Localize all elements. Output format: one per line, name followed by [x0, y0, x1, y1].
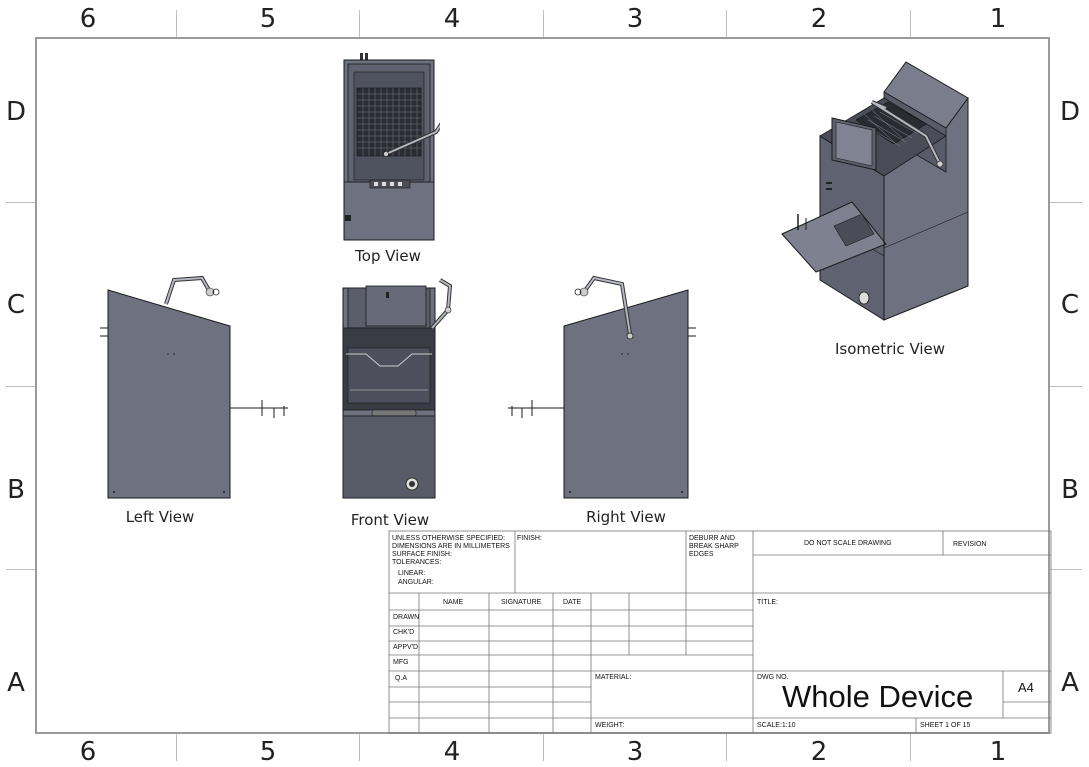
zone-tick — [910, 734, 911, 761]
zone-row-a-right: A — [1061, 668, 1079, 698]
deburr-note-2: BREAK SHARP — [689, 543, 739, 550]
zone-column-1: 1 — [989, 4, 1007, 34]
row-qa: Q.A — [395, 675, 408, 682]
zone-column-5: 5 — [259, 4, 277, 34]
finish-label: FINISH: — [517, 535, 542, 542]
zone-tick — [1050, 202, 1082, 203]
zone-tick — [6, 202, 35, 203]
dwg-no-label: DWG NO. — [757, 674, 789, 681]
zone-tick — [6, 386, 35, 387]
right-view-drawing — [508, 275, 696, 499]
zone-tick — [176, 10, 177, 37]
zone-column-6-bottom: 6 — [79, 737, 97, 767]
material-label: MATERIAL: — [595, 674, 632, 681]
sheet-size: A4 — [1018, 680, 1034, 695]
zone-tick — [359, 10, 360, 37]
zone-column-6: 6 — [79, 4, 97, 34]
header-date: DATE — [563, 599, 582, 606]
zone-row-b: B — [7, 475, 25, 505]
isometric-view-drawing — [781, 61, 969, 321]
isometric-view-label: Isometric View — [834, 340, 946, 358]
zone-column-2: 2 — [810, 4, 828, 34]
zone-column-3: 3 — [626, 4, 644, 34]
zone-tick — [1050, 386, 1082, 387]
zone-tick — [726, 734, 727, 761]
zone-tick — [359, 734, 360, 761]
sheet-label: SHEET 1 OF 15 — [920, 722, 971, 729]
do-not-scale-label: DO NOT SCALE DRAWING — [804, 540, 892, 547]
header-name: NAME — [443, 599, 464, 606]
tolerance-note-6: ANGULAR: — [398, 579, 434, 586]
header-signature: SIGNATURE — [501, 599, 542, 606]
top-view-label: Top View — [355, 247, 421, 265]
row-drawn: DRAWN — [393, 614, 420, 621]
row-checked: CHK'D — [393, 629, 415, 636]
zone-row-a: A — [7, 668, 25, 698]
zone-row-c: C — [6, 290, 26, 320]
zone-tick — [910, 10, 911, 37]
zone-column-5-bottom: 5 — [259, 737, 277, 767]
zone-tick — [543, 734, 544, 761]
zone-tick — [176, 734, 177, 761]
zone-column-2-bottom: 2 — [810, 737, 828, 767]
front-view-label: Front View — [350, 511, 430, 529]
deburr-note-1: DEBURR AND — [689, 535, 735, 542]
tolerance-note-2: DIMENSIONS ARE IN MILLIMETERS — [392, 543, 510, 550]
revision-label: REVISION — [953, 541, 987, 548]
zone-row-d-right: D — [1059, 97, 1081, 127]
right-view-label: Right View — [586, 508, 666, 526]
zone-row-d: D — [5, 97, 27, 127]
zone-column-4: 4 — [443, 4, 461, 34]
zone-tick — [1050, 569, 1082, 570]
tolerance-note-3: SURFACE FINISH: — [392, 551, 452, 558]
zone-tick — [726, 10, 727, 37]
front-view-drawing — [342, 278, 453, 499]
row-mfg: MFG — [393, 659, 409, 666]
zone-column-1-bottom: 1 — [989, 737, 1007, 767]
zone-column-3-bottom: 3 — [626, 737, 644, 767]
zone-tick — [6, 569, 35, 570]
zone-column-4-bottom: 4 — [443, 737, 461, 767]
zone-row-c-right: C — [1060, 290, 1080, 320]
zone-row-b-right: B — [1061, 475, 1079, 505]
tolerance-note-4: TOLERANCES: — [392, 559, 442, 566]
left-view-label: Left View — [125, 508, 195, 526]
title-label: TITLE: — [757, 599, 779, 606]
drawing-number: Whole Device — [782, 679, 974, 714]
tolerance-note-5: LINEAR: — [398, 570, 426, 577]
weight-label: WEIGHT: — [595, 722, 625, 729]
zone-tick — [543, 10, 544, 37]
deburr-note-3: EDGES — [689, 551, 714, 558]
top-view-drawing — [343, 53, 440, 241]
tolerance-note-1: UNLESS OTHERWISE SPECIFIED: — [392, 535, 506, 542]
scale-label: SCALE:1:10 — [757, 722, 796, 729]
left-view-drawing — [100, 275, 288, 499]
row-approved: APPV'D — [393, 644, 419, 651]
